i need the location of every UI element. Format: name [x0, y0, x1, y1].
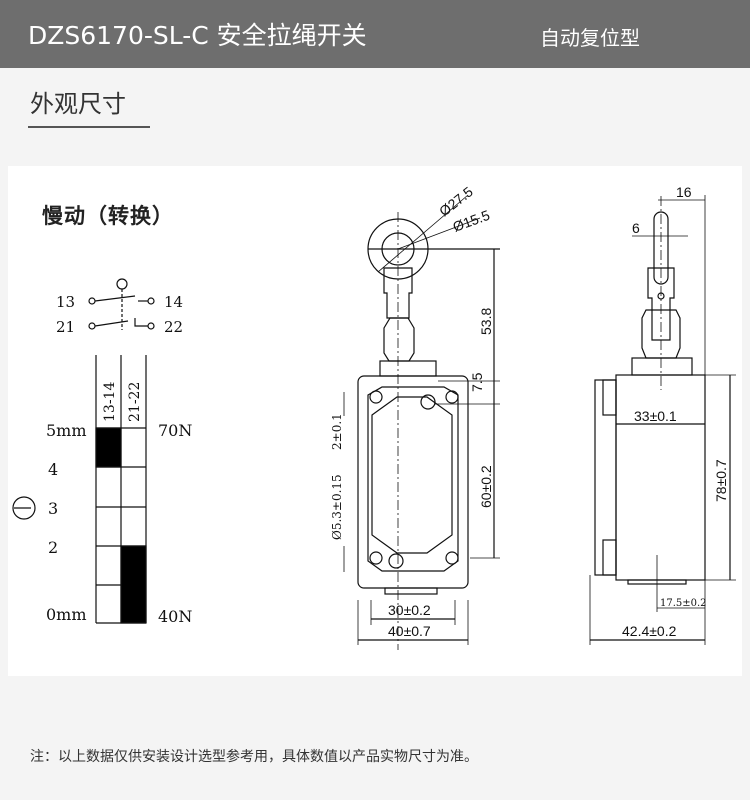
dim-16: 16	[676, 184, 692, 200]
section-underline	[28, 126, 150, 128]
travel-grid: 13-14 21-22 5mm 4 3 2 0mm 70N 40N	[12, 355, 192, 626]
closed-cell	[120, 545, 147, 624]
dim-7-5: 7.5	[469, 372, 485, 392]
travel-3: 3	[48, 499, 58, 518]
product-title: DZS6170-SL-C 安全拉绳开关	[28, 21, 367, 50]
travel-5mm: 5mm	[46, 421, 87, 440]
terminal-14: 14	[164, 293, 183, 311]
product-subtitle: 自动复位型	[540, 26, 640, 50]
dim-33: 33±0.1	[634, 408, 677, 424]
dim-42-4: 42.4±0.2	[622, 623, 677, 639]
force-70n: 70N	[158, 421, 192, 440]
terminal-13: 13	[56, 293, 75, 311]
section-title: 外观尺寸	[30, 90, 126, 118]
dim-60: 60±0.2	[478, 465, 494, 508]
front-view: Ø27.5 Ø15.5 53.8 7.5 2±0.1 Ø5.3±0.15 60±…	[330, 183, 500, 650]
direction-icon	[12, 496, 36, 520]
dim-inner-diameter: Ø15.5	[451, 207, 493, 235]
dim-30: 30±0.2	[388, 602, 431, 618]
side-view: 16 6 33±0.1 78±0.7 17.5±0.2 42.4±0.2	[589, 184, 736, 645]
column-label-21-22: 21-22	[127, 382, 143, 422]
header: DZS6170-SL-C 安全拉绳开关 自动复位型	[0, 0, 750, 68]
column-label-13-14: 13-14	[102, 382, 118, 422]
terminal-22: 22	[164, 318, 183, 336]
travel-2: 2	[48, 538, 58, 557]
footer-note: 注：以上数据仅供安装设计选型参考用，具体数值以产品实物尺寸为准。	[30, 749, 478, 765]
contact-symbol: 13 14 21 22	[56, 278, 183, 336]
dim-hole-diameter: Ø5.3±0.15	[330, 474, 344, 540]
travel-0mm: 0mm	[46, 605, 87, 624]
mode-label: 慢动（转换）	[42, 204, 174, 228]
force-40n: 40N	[158, 607, 192, 626]
terminal-21: 21	[56, 318, 75, 336]
dim-6: 6	[632, 220, 640, 236]
closed-cell	[95, 427, 122, 468]
dim-40: 40±0.7	[388, 623, 431, 639]
dim-78: 78±0.7	[713, 459, 729, 502]
dim-17-5: 17.5±0.2	[660, 598, 707, 609]
dim-2-tolerance: 2±0.1	[330, 413, 344, 450]
dim-53-8: 53.8	[478, 308, 494, 335]
travel-4: 4	[48, 460, 58, 479]
